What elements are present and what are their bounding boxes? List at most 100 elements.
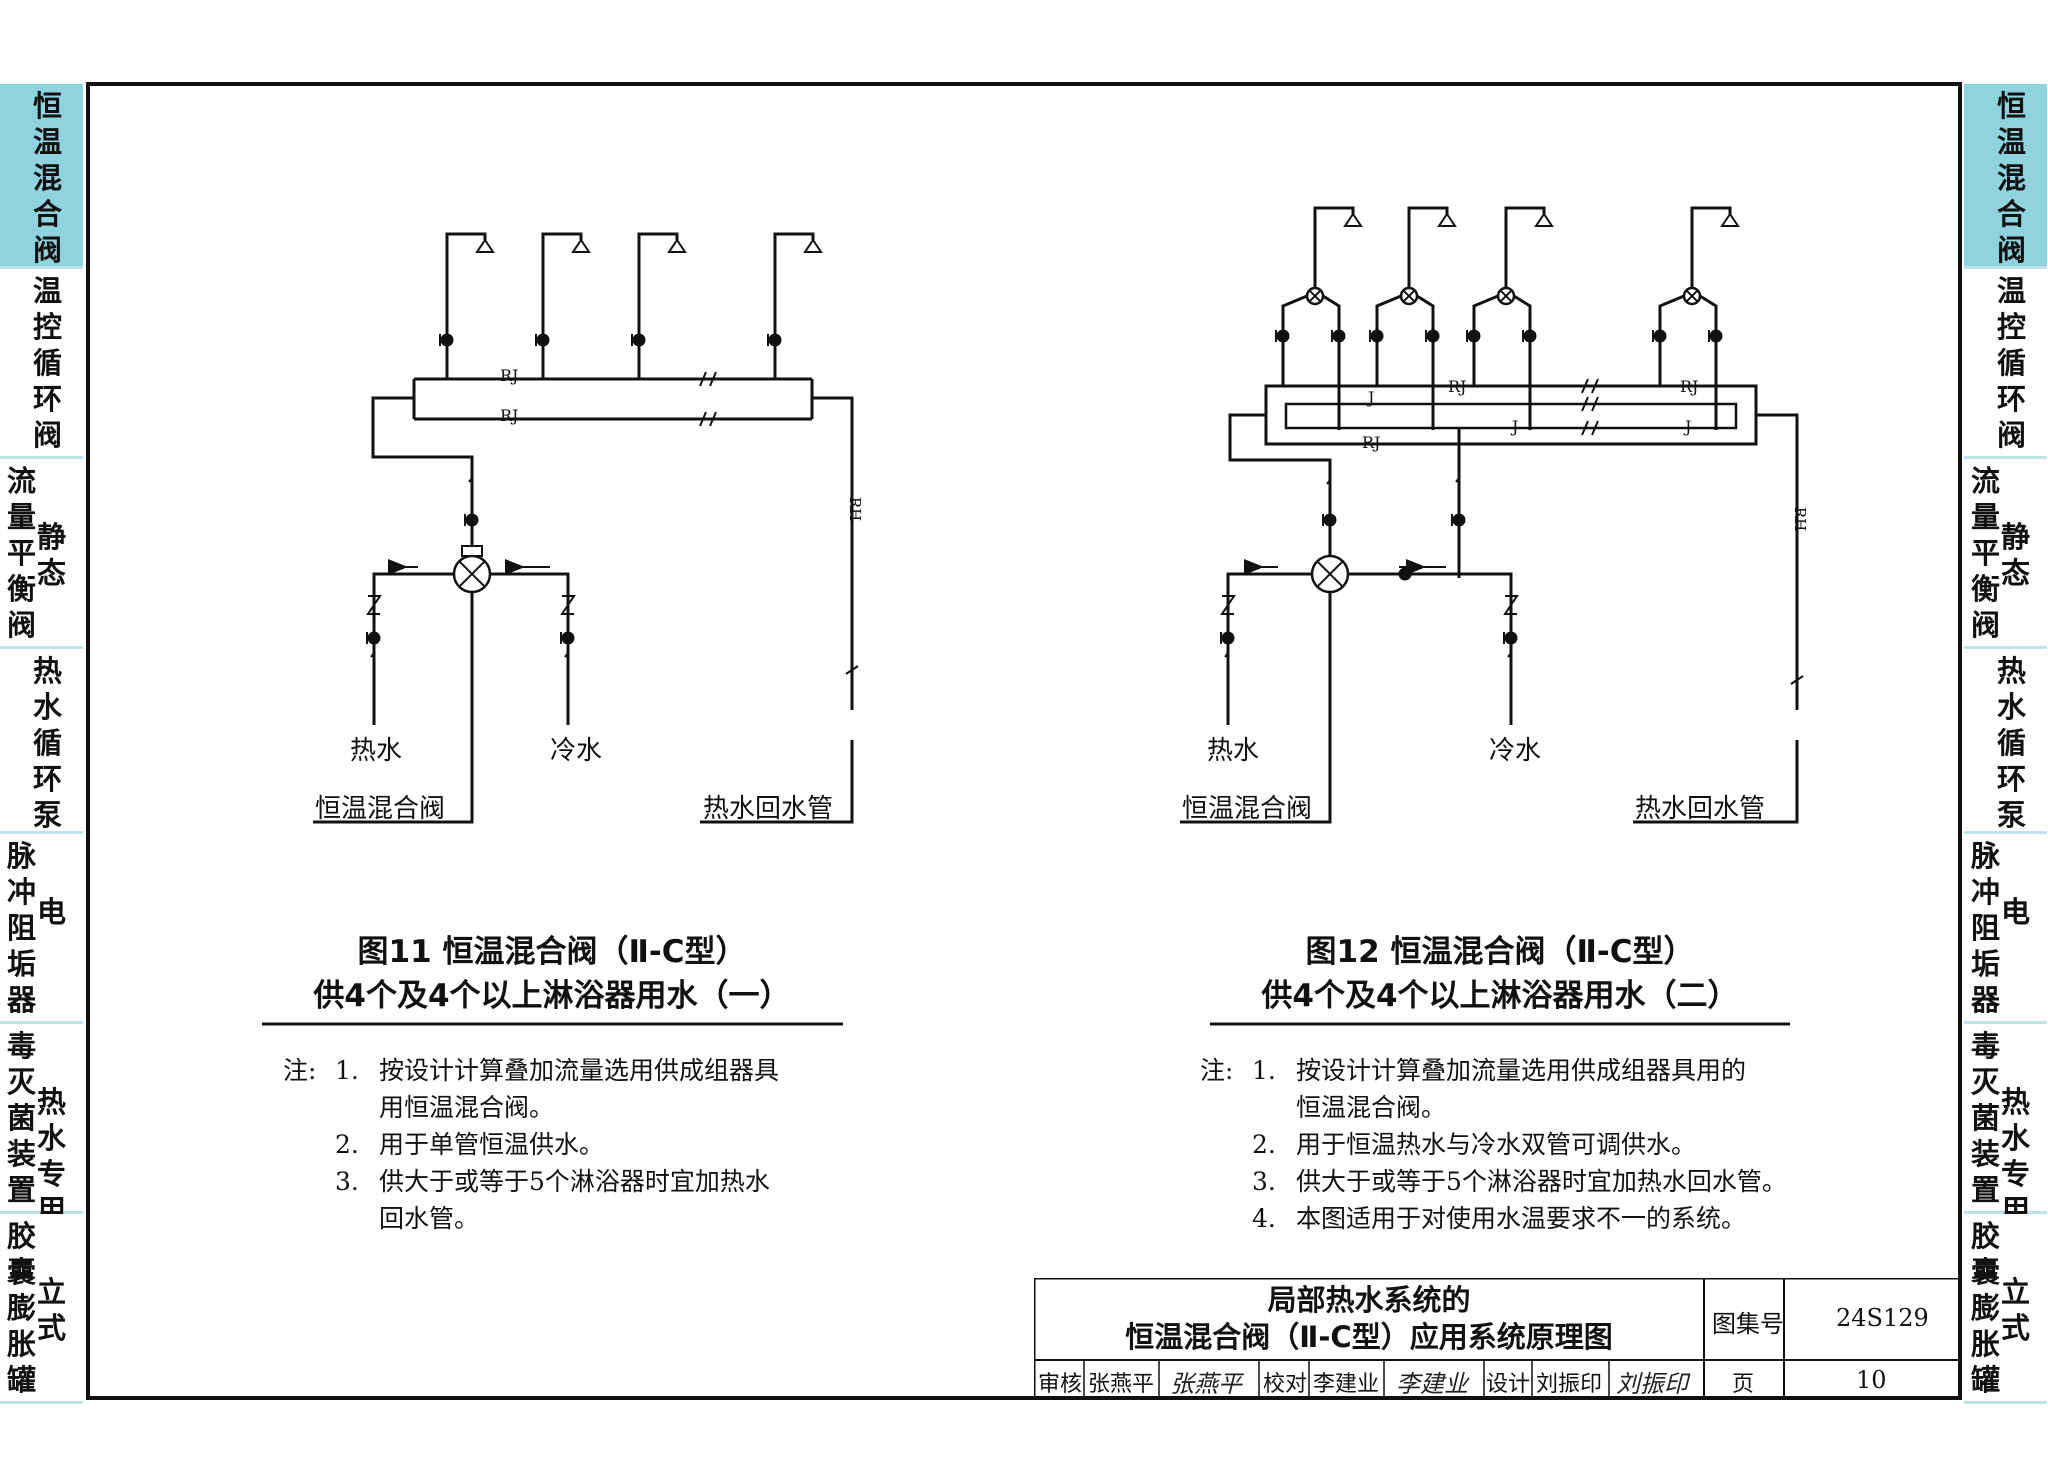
right-side-tab-5[interactable]: 脉冲阻垢器电 bbox=[1964, 834, 2047, 1024]
pipe-break-icon bbox=[699, 371, 717, 387]
check-valve-icon bbox=[366, 595, 382, 615]
left-side-tab-7[interactable]: 胶囊膨胀罐立式 bbox=[0, 1214, 83, 1404]
pipe-mark-icon bbox=[1224, 650, 1229, 671]
right-side-tab-1[interactable]: 恒温混合阀 bbox=[1964, 84, 2047, 269]
pipe-mark-icon bbox=[1507, 650, 1512, 671]
title-line1: 局部热水系统的 bbox=[1267, 1283, 1471, 1317]
fig12-cold-water-label: 冷水 bbox=[1489, 736, 1542, 766]
shower-head-icon bbox=[667, 238, 687, 253]
left-side-tab-5[interactable]: 脉冲阻垢器电 bbox=[0, 834, 83, 1024]
left-side-tab-4[interactable]: 热水循环泵 bbox=[0, 649, 83, 834]
junction-dot bbox=[1323, 513, 1337, 527]
junction-dot bbox=[1370, 329, 1384, 343]
junction-dot bbox=[1276, 329, 1290, 343]
fig11-note-3-number: 3. bbox=[335, 1167, 359, 1196]
design-label: 设计 bbox=[1486, 1372, 1531, 1397]
designer-signature: 刘振印 bbox=[1616, 1370, 1688, 1398]
junction-dot bbox=[1709, 329, 1723, 343]
page-label: 页 bbox=[1732, 1372, 1755, 1397]
reviewer-signature: 张燕平 bbox=[1170, 1370, 1242, 1398]
shower-head-icon bbox=[571, 238, 591, 253]
pipe-mark-icon bbox=[370, 650, 375, 671]
left-side-tab-5-text-1: 脉冲阻垢器 bbox=[7, 839, 37, 1017]
pipe-break-icon bbox=[1581, 420, 1599, 436]
fixture-cold-supply bbox=[1416, 294, 1435, 430]
fig11-note-3-text: 供大于或等于5个淋浴器时宜加热水 bbox=[379, 1167, 770, 1196]
mixing-valve-cross bbox=[1402, 289, 1416, 303]
mixing-valve-cross bbox=[1308, 289, 1322, 303]
check-valve-icon bbox=[1220, 595, 1236, 615]
right-side-tab-2[interactable]: 温控循环阀 bbox=[1964, 269, 2047, 459]
fig11-note-2-number: 2. bbox=[335, 1130, 359, 1159]
shower-head-icon bbox=[1343, 212, 1363, 227]
fixture-hot-supply bbox=[1281, 294, 1308, 386]
right-side-tab-3-text-2: 静态 bbox=[2001, 520, 2031, 590]
drawing-frame bbox=[86, 82, 1962, 1400]
pipe-break-icon bbox=[1581, 396, 1599, 412]
left-side-tab-7-text-1: 胶囊膨胀罐 bbox=[7, 1219, 37, 1397]
junction-dot bbox=[1426, 329, 1440, 343]
fig11-note-1-text: 按设计计算叠加流量选用供成组器具 bbox=[379, 1056, 780, 1085]
fig11-feed-pipe bbox=[371, 396, 474, 560]
junction-dot bbox=[1221, 631, 1235, 645]
fig11-cold-inlet bbox=[499, 572, 570, 725]
fig11-return-pipe-label: 热水回水管 bbox=[703, 794, 834, 824]
fig12-rj-label-2: RJ bbox=[1680, 377, 1699, 396]
junction-dot bbox=[536, 333, 550, 347]
mixing-valve-cross bbox=[1499, 289, 1513, 303]
fig12-notes-label: 注: bbox=[1200, 1056, 1234, 1085]
fig11-caption: 图11 恒温混合阀（Ⅱ-C型） 供4个及4个以上淋浴器用水（一） bbox=[262, 930, 842, 1018]
left-side-tab-2[interactable]: 温控循环阀 bbox=[0, 269, 83, 459]
fig12-hot-feed bbox=[1228, 413, 1332, 560]
fixture-hot-supply bbox=[1658, 294, 1685, 386]
left-side-tab-2-text-1: 温控循环阀 bbox=[33, 274, 63, 452]
left-side-tab-3[interactable]: 流量平衡阀静态 bbox=[0, 459, 83, 649]
fig12-rh-return bbox=[1756, 413, 1799, 710]
fig11-rh-return bbox=[812, 396, 854, 710]
shower-riser bbox=[637, 232, 679, 379]
fig11-caption-line2: 供4个及4个以上淋浴器用水（一） bbox=[313, 978, 791, 1014]
fig12-caption-line1: 图12 恒温混合阀（Ⅱ-C型） bbox=[1305, 934, 1695, 970]
fig11-note-3-text: 回水管。 bbox=[379, 1204, 480, 1233]
fig12-hot-inlet bbox=[1226, 572, 1303, 725]
pipe-break-icon bbox=[845, 665, 859, 675]
junction-dot bbox=[1452, 513, 1466, 527]
fixture-hot-supply bbox=[1375, 294, 1402, 386]
designer-name: 刘振印 bbox=[1536, 1372, 1603, 1397]
shower-riser bbox=[445, 232, 487, 379]
checker-signature: 李建业 bbox=[1396, 1370, 1468, 1398]
left-side-tab-5-text-2: 电 bbox=[37, 895, 67, 929]
fig12-note-1-text: 按设计计算叠加流量选用供成组器具用的 bbox=[1296, 1056, 1747, 1085]
right-side-tab-4[interactable]: 热水循环泵 bbox=[1964, 649, 2047, 834]
shower-head-icon bbox=[1720, 212, 1740, 227]
fig12-rh-label: RH bbox=[1791, 506, 1810, 532]
fig11-return-leader bbox=[700, 740, 854, 824]
left-side-tab-7-text-2: 立式 bbox=[37, 1275, 67, 1345]
junction-dot bbox=[632, 333, 646, 347]
left-side-tab-3-text-2: 静态 bbox=[37, 520, 67, 590]
fig12-note-2-text: 用于恒温热水与冷水双管可调供水。 bbox=[1296, 1130, 1697, 1159]
fig12-rj-label-1: RJ bbox=[1448, 377, 1467, 396]
left-side-tab-1-text-1: 恒温混合阀 bbox=[33, 89, 63, 267]
pipe-mark-icon bbox=[1455, 475, 1460, 496]
fig11-hot-water-label: 热水 bbox=[350, 736, 403, 766]
junction-dot bbox=[1523, 329, 1537, 343]
mixing-valve-cross bbox=[458, 560, 486, 588]
right-side-tab-3[interactable]: 流量平衡阀静态 bbox=[1964, 459, 2047, 649]
right-side-tab-7[interactable]: 胶囊膨胀罐立式 bbox=[1964, 1214, 2047, 1404]
mixing-valve-cross bbox=[1685, 289, 1699, 303]
junction-dot bbox=[561, 631, 575, 645]
fig12-return-pipe-label: 热水回水管 bbox=[1635, 794, 1766, 824]
left-side-tab-3-text-1: 流量平衡阀 bbox=[7, 464, 37, 642]
right-side-tab-1-text-1: 恒温混合阀 bbox=[1997, 89, 2027, 267]
fig12-caption: 图12 恒温混合阀（Ⅱ-C型） 供4个及4个以上淋浴器用水（二） bbox=[1210, 930, 1790, 1018]
mixing-valve-cross bbox=[1316, 560, 1344, 588]
right-side-tab-6[interactable]: 毒灭菌装置热水专用消 bbox=[1964, 1024, 2047, 1263]
left-side-tab-1[interactable]: 恒温混合阀 bbox=[0, 84, 83, 269]
atlas-label: 图集号 bbox=[1712, 1310, 1784, 1338]
page-number: 10 bbox=[1856, 1366, 1887, 1394]
junction-dot bbox=[367, 631, 381, 645]
shower-riser bbox=[1313, 206, 1355, 296]
fig12-j-label-2: J bbox=[1512, 417, 1519, 436]
junction-dot bbox=[768, 333, 782, 347]
